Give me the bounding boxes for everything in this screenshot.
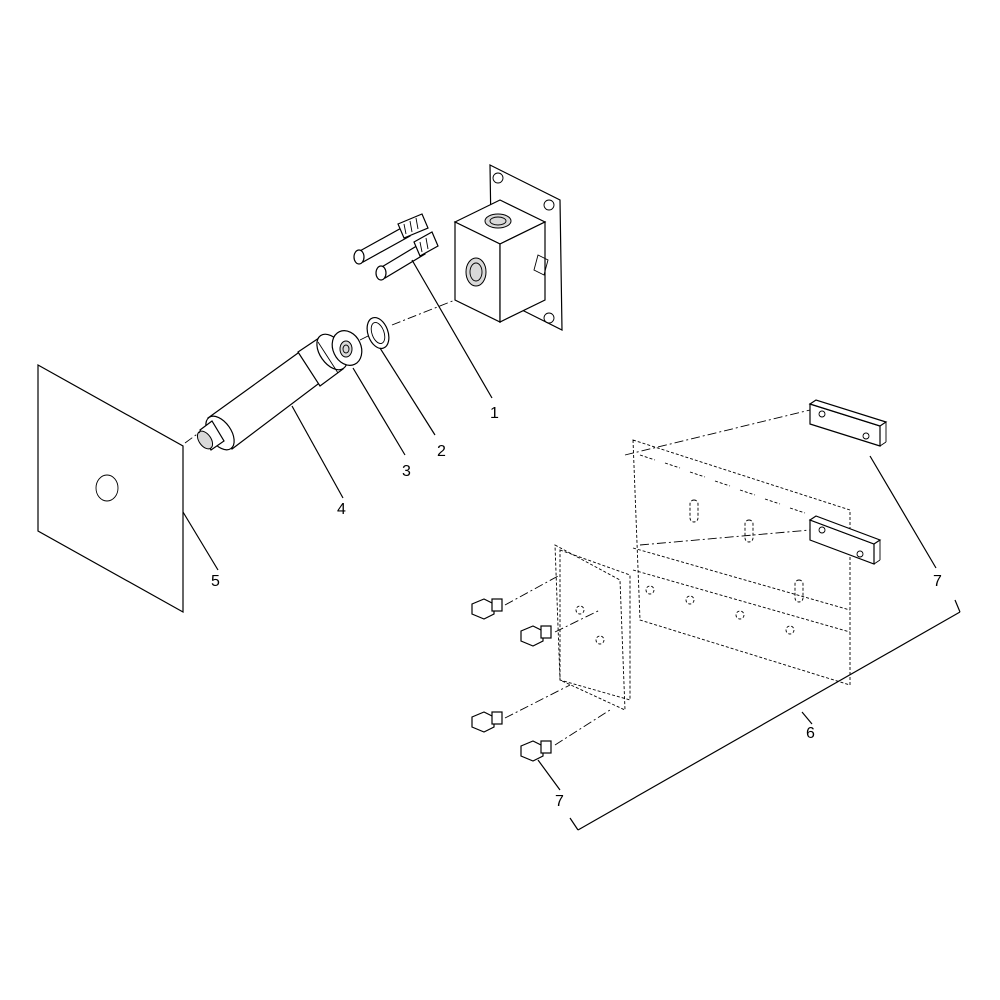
- bolt-part-7-d: [520, 740, 552, 762]
- sensor-cartridge-part-4: [196, 333, 348, 451]
- bolt-part-7-b: [520, 625, 552, 647]
- callout-3: 3: [402, 463, 411, 480]
- bar-part-7-upper: [808, 399, 888, 447]
- callout-7-upper: 7: [933, 573, 942, 590]
- bar-part-7-lower: [808, 515, 882, 565]
- callout-5: 5: [211, 573, 220, 590]
- bolt-part-7-c: [471, 711, 503, 733]
- callout-7-lower: 7: [555, 793, 564, 810]
- cover-plate-part-5: [37, 363, 184, 614]
- nut-part-3: [331, 330, 363, 366]
- callout-2: 2: [437, 443, 446, 460]
- callout-4: 4: [337, 501, 346, 518]
- o-ring-part-2: [366, 316, 390, 350]
- mounting-frame-part-6: [554, 439, 851, 711]
- callout-1: 1: [490, 405, 499, 422]
- bolt-part-7-a: [471, 598, 503, 620]
- leader-lines: [182, 259, 961, 831]
- screws-anchors-part-1: [353, 213, 439, 281]
- callout-6: 6: [806, 725, 815, 742]
- mounting-box-part-1: [453, 164, 563, 331]
